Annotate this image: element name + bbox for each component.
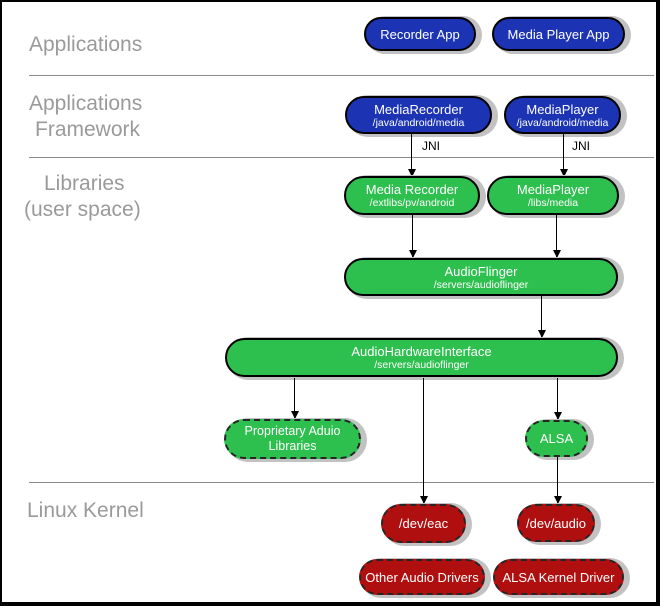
node-title: AudioHardwareInterface xyxy=(351,344,492,359)
node-mediaplayer-lib: MediaPlayer /libs/media xyxy=(487,176,619,215)
arrow-recorder-to-audioflinger xyxy=(408,215,417,258)
node-subtitle: /servers/audioflinger xyxy=(374,359,469,371)
arrow-player-to-audioflinger xyxy=(552,215,561,258)
node-subtitle: /java/android/media xyxy=(372,116,465,129)
section-label-applications: Applications xyxy=(29,32,142,58)
section-label-text: Framework xyxy=(35,118,141,141)
arrow-audioflinger-to-hwinterface xyxy=(537,296,546,338)
node-media-player-app: Media Player App xyxy=(492,17,625,51)
node-title: Recorder App xyxy=(380,26,460,42)
node-title: Media Player App xyxy=(507,26,610,42)
arrow-hw-to-proprietary xyxy=(290,378,299,419)
section-label-text: Libraries xyxy=(44,172,125,195)
node-title: Other Audio Drivers xyxy=(365,569,479,585)
node-mediarecorder-framework: MediaRecorder /java/android/media xyxy=(345,96,492,134)
section-label-text: Linux Kernel xyxy=(27,499,144,522)
divider-framework-libraries xyxy=(29,157,654,158)
node-subtitle: /libs/media xyxy=(527,197,579,209)
node-title: ALSA xyxy=(539,431,574,446)
section-label-text: Applications xyxy=(29,33,143,56)
section-label-text: Applications xyxy=(29,92,143,115)
section-label-libraries: Libraries (user space) xyxy=(24,171,141,223)
node-dev-eac: /dev/eac xyxy=(381,504,466,543)
node-title: ALSA Kernel Driver xyxy=(502,569,615,585)
node-subtitle: /java/android/media xyxy=(516,116,609,129)
node-title: Proprietary Aduio xyxy=(244,424,341,438)
node-title: Media Recorder xyxy=(365,182,459,197)
node-subtitle: /servers/audioflinger xyxy=(433,278,529,291)
node-title: MediaRecorder xyxy=(374,101,463,117)
arrow-mediaplayer-jni xyxy=(559,134,568,177)
jni-label: JNI xyxy=(572,139,590,153)
node-title: /dev/eac xyxy=(398,516,449,531)
node-title: MediaPlayer xyxy=(526,101,599,117)
node-recorder-app: Recorder App xyxy=(364,17,476,51)
section-label-applications-framework: Applications Framework xyxy=(29,91,142,143)
arrow-alsa-to-dev-audio xyxy=(553,457,562,504)
node-audiohardwareinterface: AudioHardwareInterface /servers/audiofli… xyxy=(225,338,618,377)
arrow-mediarecorder-jni xyxy=(407,134,416,177)
node-subtitle: /extlibs/pv/android xyxy=(369,197,455,209)
node-alsa: ALSA xyxy=(525,420,588,457)
node-title: AudioFlinger xyxy=(444,263,518,279)
node-media-recorder-lib: Media Recorder /extlibs/pv/android xyxy=(344,176,480,215)
node-dev-audio: /dev/audio xyxy=(517,504,595,542)
divider-applications-framework xyxy=(29,75,654,76)
jni-label: JNI xyxy=(422,139,440,153)
node-subtitle: Libraries xyxy=(268,439,317,453)
divider-libraries-kernel xyxy=(29,482,654,483)
arrow-hw-to-dev-eac xyxy=(419,378,428,504)
arrow-hw-to-alsa xyxy=(553,378,562,420)
node-title: /dev/audio xyxy=(526,515,586,531)
node-mediaplayer-framework: MediaPlayer /java/android/media xyxy=(504,96,621,134)
node-alsa-kernel-driver: ALSA Kernel Driver xyxy=(493,559,624,595)
section-label-linux-kernel: Linux Kernel xyxy=(27,498,144,524)
section-label-text: (user space) xyxy=(24,198,141,221)
node-proprietary-audio-libraries: Proprietary Aduio Libraries xyxy=(224,419,361,459)
node-audioflinger: AudioFlinger /servers/audioflinger xyxy=(344,258,618,296)
node-other-audio-drivers: Other Audio Drivers xyxy=(359,559,485,595)
node-title: MediaPlayer xyxy=(516,182,590,197)
